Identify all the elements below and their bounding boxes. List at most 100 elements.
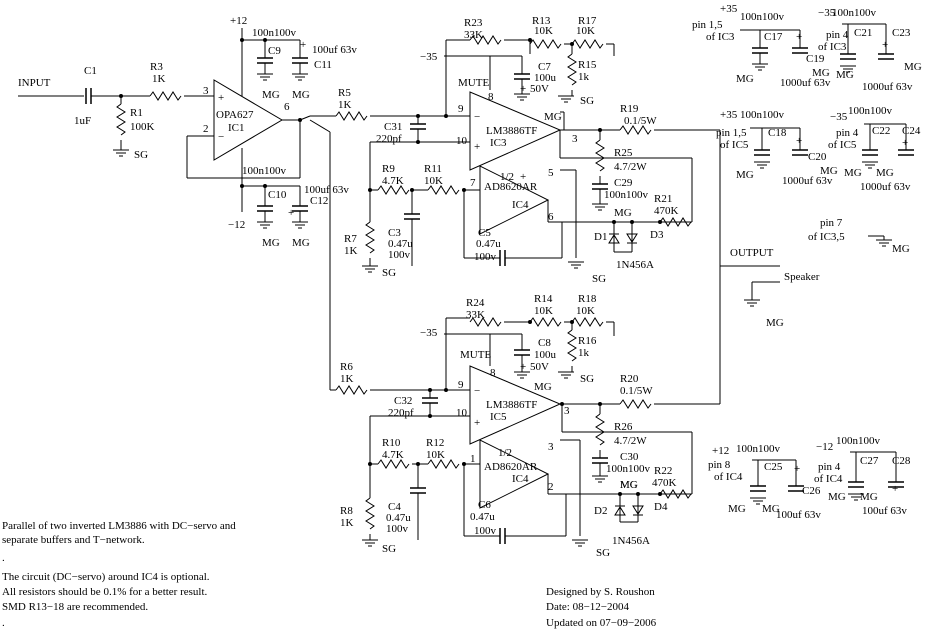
ic4a-plus: +: [520, 171, 526, 183]
vplus-label: +12: [712, 445, 729, 457]
r5-resistor: [335, 111, 368, 121]
sg-label: SG: [580, 95, 594, 107]
r7-label: R7: [344, 233, 357, 245]
r1-value: 100K: [130, 121, 155, 133]
r18-value: 10K: [576, 305, 595, 317]
c8-capacitor: [513, 349, 531, 356]
update-date: Updated on 07−09−2006: [546, 617, 657, 629]
ic3-plus-pin: pin 1,5: [692, 19, 723, 31]
ic4b-type: AD8620AR: [484, 461, 538, 473]
cap-plus: +: [796, 135, 802, 147]
ic4b-pin2: 2: [548, 481, 554, 493]
c1-capacitor: [85, 87, 92, 105]
ic4a-half: 1/2: [500, 171, 514, 183]
d2-label: D2: [594, 505, 607, 517]
r8-value: 1K: [340, 517, 354, 529]
r3-value: 1K: [152, 73, 166, 85]
ic3-plus: +: [474, 141, 480, 153]
r19-label: R19: [620, 103, 639, 115]
r16-value: 1k: [578, 347, 590, 359]
ic1-name: IC1: [228, 122, 245, 134]
c26-label: C26: [802, 485, 821, 497]
c4-value: 0.47u: [386, 512, 411, 524]
ic3-minus-pin: pin 4: [826, 29, 849, 41]
ic5-pin9: 9: [458, 379, 464, 391]
c4-capacitor: [409, 487, 427, 494]
c6-voltage: 100v: [474, 525, 497, 537]
ic5-type: LM3886TF: [486, 399, 537, 411]
mg-label: MG: [812, 67, 830, 79]
c5-voltage: 100v: [474, 251, 497, 263]
r6-resistor: [335, 385, 368, 395]
mg-label: MG: [736, 73, 754, 85]
r19-value: 0.1/5W: [624, 115, 657, 127]
ic4a-pin5: 5: [548, 167, 554, 179]
ic4b-pin3: 3: [548, 441, 554, 453]
r13-label: R13: [532, 15, 551, 27]
r22-label: R22: [654, 465, 672, 477]
ic4-plus-of: of IC4: [714, 471, 743, 483]
c32-label: C32: [394, 395, 412, 407]
cap-value: 100n100v: [848, 105, 893, 117]
r22-value: 470K: [652, 477, 677, 489]
r6-label: R6: [340, 361, 353, 373]
r17-label: R17: [578, 15, 597, 27]
ic4-plus-pin: pin 8: [708, 459, 731, 471]
c8-value: 100u: [534, 349, 557, 361]
r25-label: R25: [614, 147, 633, 159]
ic4a-servo-opamp: [479, 165, 550, 235]
ic3-pin9: 9: [458, 103, 464, 115]
sg-label: SG: [134, 149, 148, 161]
cap-value: 100uf 63v: [776, 509, 821, 521]
c6-capacitor: [499, 527, 506, 545]
cap-plus: +: [796, 31, 802, 43]
r16-resistor: [567, 329, 577, 362]
vplus-label: +35: [720, 3, 738, 15]
ic1-pin3: 3: [203, 85, 209, 97]
c7-label: C7: [538, 61, 551, 73]
designer-credit: Designed by S. Roushon: [546, 586, 655, 598]
ic4a-type: AD8620AR: [484, 181, 538, 193]
ic1-opamp: [213, 79, 283, 161]
c12-value: 100uf 63v: [304, 184, 349, 196]
c3-label: C3: [388, 227, 401, 239]
c10-value: 100n100v: [242, 165, 287, 177]
r20-label: R20: [620, 373, 639, 385]
r25-value: 4.7/2W: [614, 161, 647, 173]
mg-label: MG: [836, 69, 854, 81]
r17-value: 10K: [576, 25, 595, 37]
note-separator: .: [2, 552, 5, 564]
c1-value: 1uF: [74, 115, 91, 127]
r7-resistor: [365, 221, 375, 254]
c11-plus: +: [300, 39, 306, 51]
cap-value: 100n100v: [736, 443, 781, 455]
c5-label: C5: [478, 227, 491, 239]
mute-label: MUTE: [460, 349, 491, 361]
c1-label: C1: [84, 65, 97, 77]
ic3-minus: −: [474, 111, 480, 123]
c8-plus: +: [520, 361, 526, 373]
c12-plus: +: [288, 207, 294, 219]
c3-value: 0.47u: [388, 238, 413, 250]
mg-label: MG: [262, 89, 280, 101]
input-stage: INPUT C1 1uF SG R1 100K R3 1K 3 2 + − OP…: [18, 15, 357, 390]
r15-resistor: [567, 53, 577, 86]
cap-plus: +: [794, 463, 800, 475]
diode-type: 1N456A: [616, 259, 654, 271]
mg-label: MG: [620, 479, 638, 491]
sg-label: SG: [580, 373, 594, 385]
c30-label: C30: [620, 451, 639, 463]
r12-label: R12: [426, 437, 444, 449]
mg-label: MG: [262, 237, 280, 249]
r11-label: R11: [424, 163, 442, 175]
ic3-pin8: 8: [488, 91, 494, 103]
r20-value: 0.1/5W: [620, 385, 653, 397]
r13-value: 10K: [534, 25, 553, 37]
mg-label: MG: [766, 317, 784, 329]
r6-value: 1K: [340, 373, 354, 385]
c3-voltage: 100v: [388, 249, 411, 261]
c22-label: C22: [872, 125, 890, 137]
vminus-label: −35: [818, 7, 836, 19]
ic5-pin8: 8: [490, 367, 496, 379]
c6-label: C6: [478, 499, 491, 511]
